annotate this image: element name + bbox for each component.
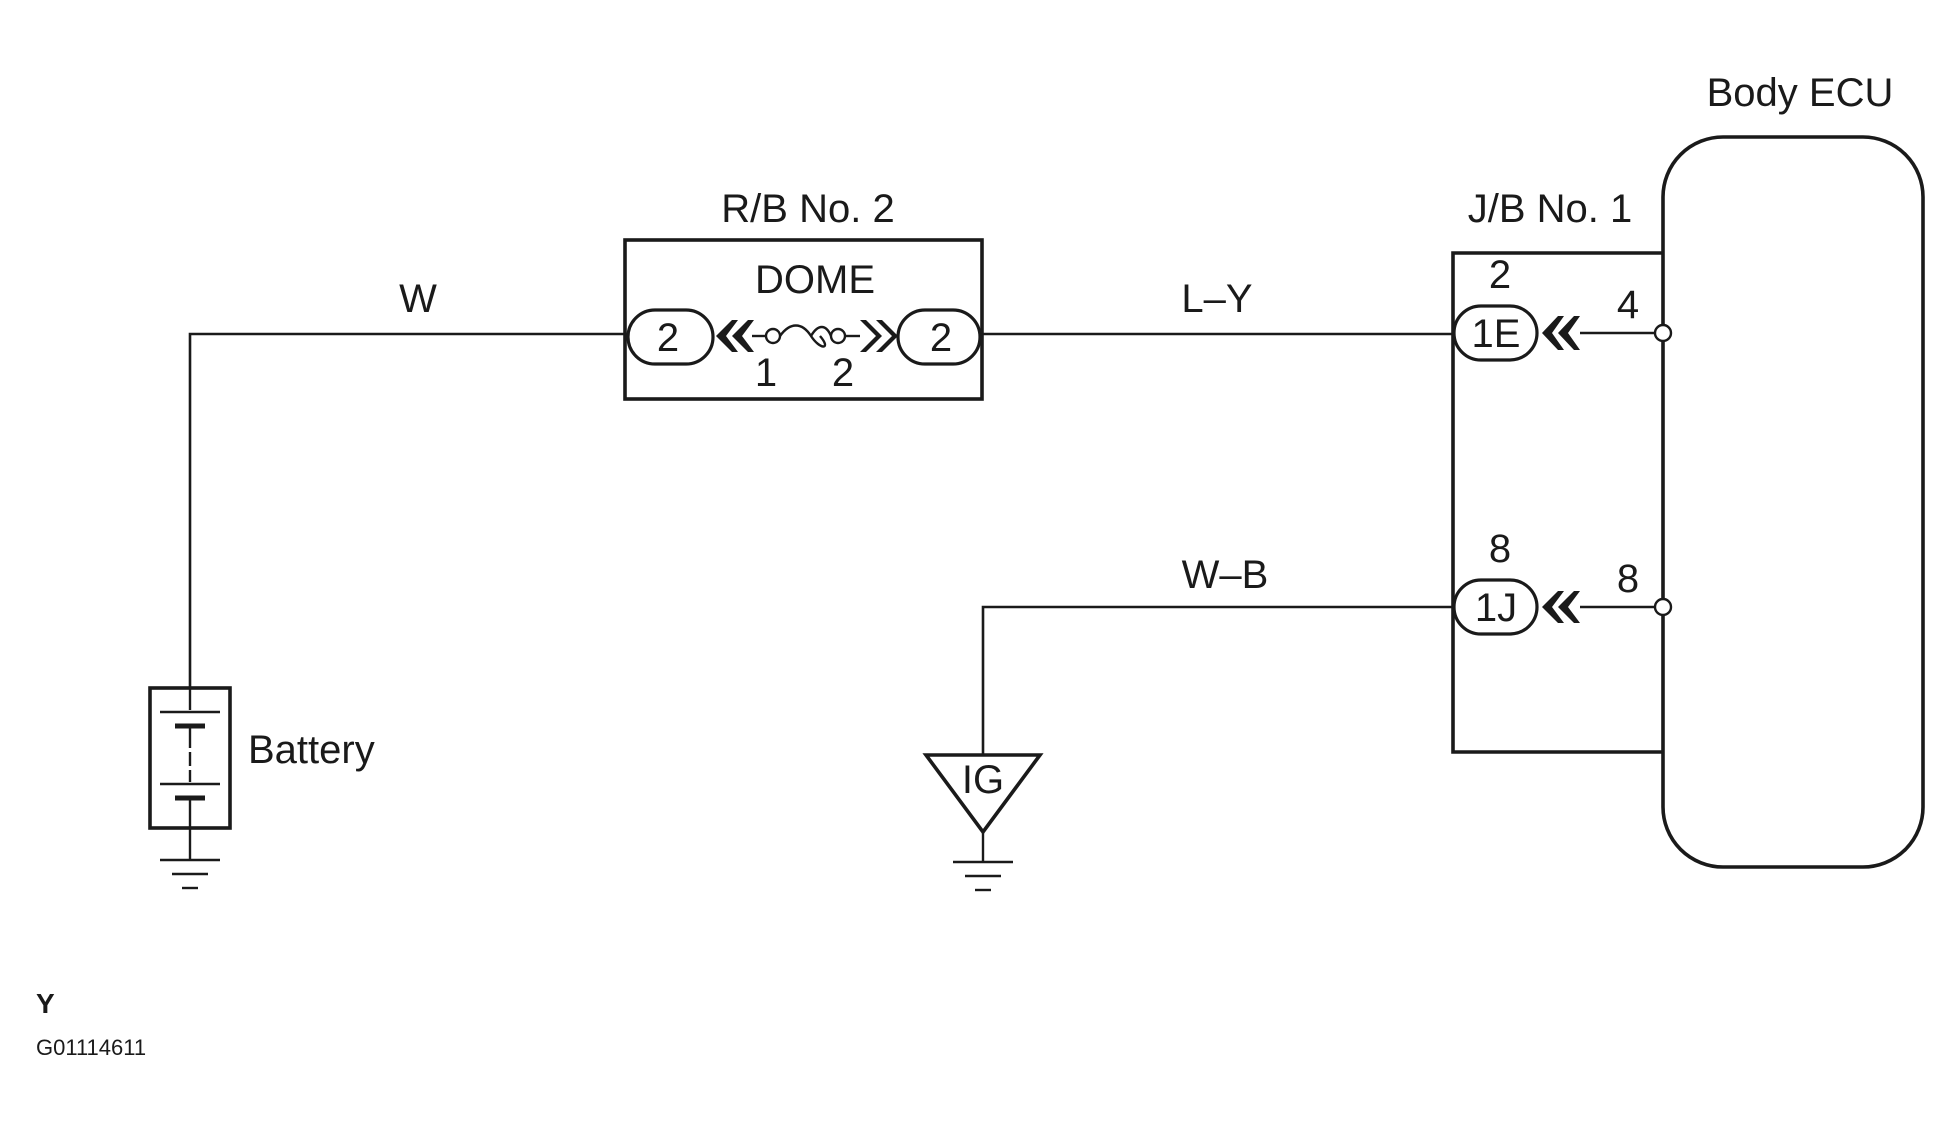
ground-point-label: IG (962, 758, 1004, 802)
connector-1j-pin: 8 (1489, 527, 1511, 571)
chevron-left-icon (1542, 591, 1564, 623)
relay-block-input-connector (626, 308, 715, 366)
relay-block-label: R/B No. 2 (721, 187, 894, 231)
fuse-terminal (829, 327, 847, 345)
battery: Battery (148, 686, 375, 890)
ground-point-ig: IG (922, 753, 1044, 892)
connector-1j-label: 1J (1475, 586, 1517, 630)
ground-icon (160, 858, 220, 890)
fuse-terminal-1-label: 1 (755, 351, 777, 395)
wire-w-b-label: W–B (1182, 553, 1269, 597)
ground-triangle (922, 753, 1044, 836)
connector-1e-label: 1E (1472, 312, 1521, 356)
relay-block-no2: R/B No. 2 DOME 2 1 2 2 (623, 187, 984, 401)
chevron-left-icon (1558, 316, 1580, 350)
body-ecu: Body ECU (1661, 71, 1925, 869)
wire-l-y-label: L–Y (1181, 277, 1252, 321)
chevron-right-icon (876, 320, 898, 352)
fuse-terminal-2-label: 2 (832, 351, 854, 395)
wire-w-label: W (399, 277, 437, 321)
dome-fuse-label: DOME (755, 258, 875, 302)
ecu-pin-4 (1653, 323, 1673, 343)
figure-code: G01114611 (36, 1035, 146, 1060)
figure-letter: Y (36, 988, 55, 1019)
ecu-pin-4-label: 4 (1617, 283, 1639, 327)
junction-block-outline (1451, 251, 1663, 754)
wire-w (188, 332, 628, 688)
relay-block-input-pin: 2 (657, 316, 679, 360)
chevron-left-icon (716, 320, 738, 352)
battery-label: Battery (248, 728, 375, 772)
chevron-left-icon (1542, 316, 1564, 350)
relay-block-output-pin: 2 (930, 316, 952, 360)
fuse-terminal (764, 327, 782, 345)
relay-block-output-connector (896, 308, 982, 366)
chevron-left-icon (732, 320, 754, 352)
chevron-right-icon (860, 320, 882, 352)
body-ecu-label: Body ECU (1707, 71, 1894, 115)
body-ecu-outline (1661, 135, 1925, 869)
chevron-left-icon (1558, 591, 1580, 623)
junction-block-label: J/B No. 1 (1468, 187, 1633, 231)
junction-block-no1: J/B No. 1 2 1E 4 8 1J 8 (1451, 187, 1673, 754)
relay-block-outline (623, 238, 984, 401)
ground-icon (953, 860, 1013, 892)
fuse-icon (779, 324, 833, 348)
connector-1e-pin: 2 (1489, 253, 1511, 297)
wire-w-b (981, 605, 1454, 755)
ecu-pin-8-label: 8 (1617, 557, 1639, 601)
wires: W L–Y W–B (188, 253, 1665, 755)
ecu-pin-8 (1653, 597, 1673, 617)
